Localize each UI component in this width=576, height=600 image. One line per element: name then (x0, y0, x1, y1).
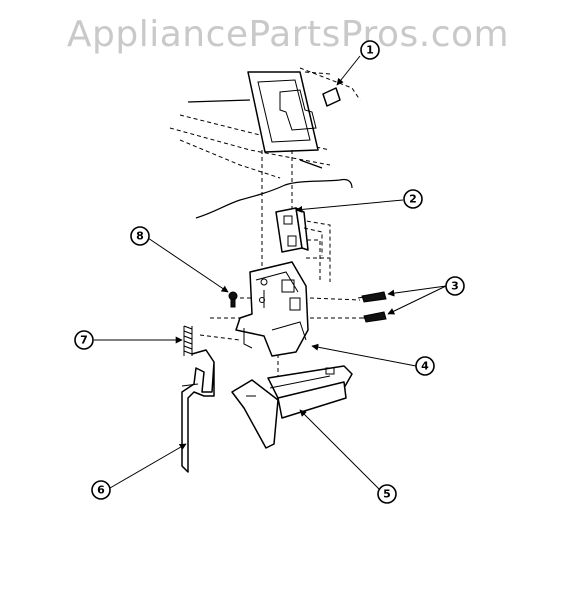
part-1-actuator (322, 87, 341, 107)
assembly-guides (199, 150, 361, 380)
part-2-switch (275, 207, 323, 256)
callout-2-label: 2 (409, 193, 417, 206)
part-3-screws (357, 291, 387, 323)
callout-1: 1 (360, 40, 380, 60)
part-5-hinge (231, 365, 353, 449)
callout-3-label: 3 (451, 280, 459, 293)
callout-8: 8 (130, 226, 150, 246)
watermark-text: AppliancePartsPros.com (66, 14, 510, 55)
callout-6-label: 6 (97, 484, 105, 497)
callout-4: 4 (415, 356, 435, 376)
part-4-bracket (235, 261, 309, 357)
callout-5: 5 (377, 484, 397, 504)
cabinet-outline (169, 67, 361, 219)
callout-4-label: 4 (421, 360, 429, 373)
callout-2: 2 (403, 189, 423, 209)
callout-6: 6 (91, 480, 111, 500)
callout-7: 7 (74, 330, 94, 350)
callout-5-label: 5 (383, 488, 391, 501)
callout-3: 3 (445, 276, 465, 296)
callout-7-label: 7 (80, 334, 88, 347)
part-7-spring (183, 325, 193, 356)
callout-1-label: 1 (366, 44, 374, 57)
leader-lines (94, 55, 447, 491)
part-6-lever (181, 349, 215, 473)
callout-8-label: 8 (136, 230, 144, 243)
part-8-screw (228, 291, 238, 308)
